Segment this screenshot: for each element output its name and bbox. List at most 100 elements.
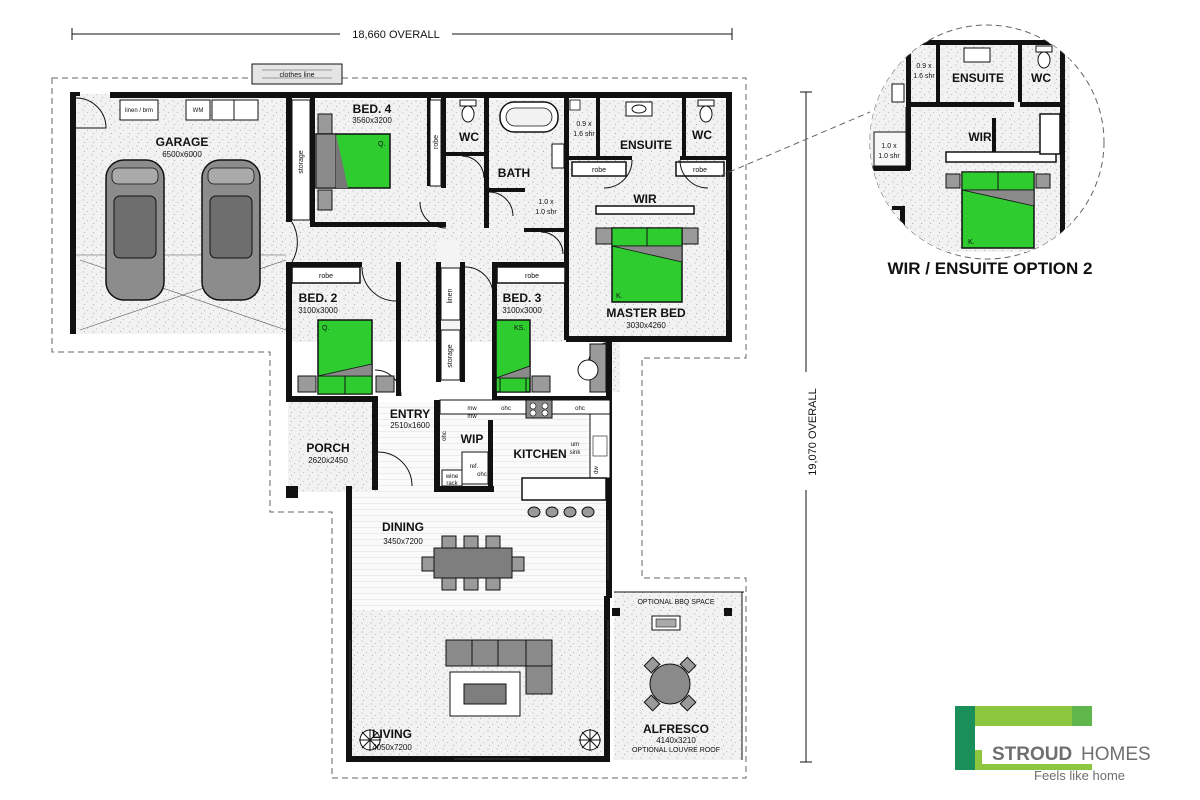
plant-icon bbox=[359, 729, 381, 751]
plant-icon bbox=[579, 729, 601, 751]
bed-icon bbox=[317, 319, 373, 395]
svg-text:OPTIONAL LOUVRE ROOF: OPTIONAL LOUVRE ROOF bbox=[632, 747, 720, 754]
bbq-icon bbox=[651, 615, 681, 631]
bed-2: robe BED. 2 3100x3000 Q. bbox=[297, 273, 395, 395]
overall-width-label: 18,660 OVERALL bbox=[352, 29, 439, 41]
car-right-icon bbox=[201, 159, 261, 301]
svg-text:robe: robe bbox=[319, 273, 333, 280]
svg-text:dw: dw bbox=[594, 465, 600, 473]
svg-text:BED. 4: BED. 4 bbox=[353, 102, 392, 116]
svg-text:robe: robe bbox=[592, 167, 606, 174]
svg-text:robe: robe bbox=[525, 273, 539, 280]
inset-option-2: 0.9 x 1.6 shr ENSUITE WC WIR 1.0 x 1.0 s… bbox=[869, 24, 1105, 278]
svg-text:2620x2450: 2620x2450 bbox=[308, 456, 348, 465]
svg-text:linen: linen bbox=[447, 289, 454, 304]
svg-text:storage: storage bbox=[447, 344, 454, 367]
svg-text:1.0 x: 1.0 x bbox=[538, 199, 554, 206]
svg-text:ENSUITE: ENSUITE bbox=[952, 71, 1004, 85]
inset-leader bbox=[719, 111, 871, 177]
ensuite: 0.9 x 1.6 shr ENSUITE WC robe robe WIR bbox=[569, 99, 715, 206]
svg-text:BATH: BATH bbox=[498, 166, 530, 180]
svg-text:WIR: WIR bbox=[633, 192, 657, 206]
svg-text:um: um bbox=[571, 442, 579, 448]
svg-text:1.0 shr: 1.0 shr bbox=[878, 153, 900, 160]
dining: DINING 3450x7200 bbox=[382, 520, 525, 591]
dining-table-icon bbox=[421, 535, 525, 591]
brand-name-part-2: HOMES bbox=[1081, 744, 1151, 765]
svg-text:ENTRY: ENTRY bbox=[390, 407, 430, 421]
svg-text:1.6 shr: 1.6 shr bbox=[573, 131, 595, 138]
svg-text:3100x3000: 3100x3000 bbox=[502, 306, 542, 315]
hall-storage: linen storage bbox=[447, 289, 454, 368]
svg-text:ENSUITE: ENSUITE bbox=[620, 138, 672, 152]
svg-text:DINING: DINING bbox=[382, 520, 424, 534]
toilet-icon bbox=[1035, 45, 1053, 69]
svg-text:Q.: Q. bbox=[378, 141, 385, 148]
svg-text:linen / brm: linen / brm bbox=[125, 108, 153, 114]
svg-text:rack: rack bbox=[446, 481, 458, 487]
svg-text:WC: WC bbox=[692, 128, 712, 142]
svg-text:3560x3200: 3560x3200 bbox=[352, 116, 392, 125]
svg-text:3450x7200: 3450x7200 bbox=[383, 537, 423, 546]
svg-text:WC: WC bbox=[459, 130, 479, 144]
svg-text:WM: WM bbox=[193, 108, 204, 114]
svg-text:BED. 2: BED. 2 bbox=[299, 291, 338, 305]
cooktop-icon bbox=[525, 399, 553, 419]
alfresco: OPTIONAL BBQ SPACE ALFRESCO 4140x3210 OP… bbox=[612, 591, 744, 760]
svg-text:4050x7200: 4050x7200 bbox=[372, 743, 412, 752]
svg-text:ohc: ohc bbox=[575, 406, 585, 412]
svg-text:WIP: WIP bbox=[461, 432, 484, 446]
svg-text:WIR: WIR bbox=[968, 130, 992, 144]
toilet-icon bbox=[697, 99, 715, 123]
svg-text:KITCHEN: KITCHEN bbox=[513, 447, 566, 461]
living: LIVING 4050x7200 bbox=[359, 639, 601, 752]
svg-text:robe: robe bbox=[433, 135, 440, 149]
svg-text:3030x4260: 3030x4260 bbox=[626, 321, 666, 330]
brand-name-part-1: STROUD bbox=[992, 744, 1072, 765]
svg-text:mw: mw bbox=[467, 414, 477, 420]
svg-text:3100x3000: 3100x3000 bbox=[298, 306, 338, 315]
svg-text:OPTIONAL BBQ SPACE: OPTIONAL BBQ SPACE bbox=[637, 599, 714, 606]
svg-text:clothes line: clothes line bbox=[279, 72, 314, 79]
svg-text:wine: wine bbox=[445, 474, 459, 480]
sofa-icon bbox=[445, 639, 553, 695]
toilet-icon bbox=[459, 99, 477, 123]
bed-icon bbox=[611, 227, 683, 303]
bed-icon bbox=[315, 133, 391, 189]
svg-text:2510x1600: 2510x1600 bbox=[390, 421, 430, 430]
svg-text:storage: storage bbox=[298, 150, 305, 173]
svg-text:mw: mw bbox=[467, 406, 477, 412]
bed-icon bbox=[495, 319, 531, 393]
clothes-line: clothes line bbox=[251, 63, 343, 85]
brand-tagline: Feels like home bbox=[1034, 768, 1125, 783]
svg-text:ALFRESCO: ALFRESCO bbox=[643, 722, 709, 736]
svg-text:1.0 x: 1.0 x bbox=[881, 143, 897, 150]
svg-text:PORCH: PORCH bbox=[306, 441, 349, 455]
garage-label: GARAGE bbox=[156, 135, 209, 149]
svg-text:ref.: ref. bbox=[470, 464, 479, 470]
kitchen: mw mw ohc ohc ohc WIP ref. ohc wine rack… bbox=[439, 399, 611, 518]
round-table-icon bbox=[643, 656, 697, 712]
svg-text:0.9 x: 0.9 x bbox=[916, 63, 932, 70]
car-left-icon bbox=[105, 159, 165, 301]
svg-text:WC: WC bbox=[1031, 71, 1051, 85]
bar-stools bbox=[527, 506, 595, 518]
svg-text:BED. 3: BED. 3 bbox=[503, 291, 542, 305]
svg-text:sink: sink bbox=[570, 450, 582, 456]
svg-text:robe: robe bbox=[693, 167, 707, 174]
stroud-homes-logo: STROUD HOMES Feels like home bbox=[955, 706, 1172, 783]
entry-porch: ENTRY 2510x1600 PORCH 2620x2450 bbox=[306, 407, 430, 465]
garage: linen / brm WM GARAGE 6500x6000 bbox=[76, 99, 287, 331]
windows bbox=[349, 170, 729, 760]
svg-text:ohc: ohc bbox=[477, 472, 487, 478]
inset-caption: WIR / ENSUITE OPTION 2 bbox=[888, 259, 1093, 278]
bed-4: BED. 4 3560x3200 storage robe Q. bbox=[298, 102, 440, 211]
svg-text:1.6 shr: 1.6 shr bbox=[913, 73, 935, 80]
svg-text:K.: K. bbox=[616, 293, 623, 300]
svg-text:ohc: ohc bbox=[501, 406, 511, 412]
svg-text:4140x3210: 4140x3210 bbox=[656, 736, 696, 745]
overall-width-dimension: 18,660 OVERALL bbox=[71, 26, 733, 41]
svg-text:ohc: ohc bbox=[442, 431, 448, 441]
svg-text:MASTER BED: MASTER BED bbox=[606, 306, 686, 320]
